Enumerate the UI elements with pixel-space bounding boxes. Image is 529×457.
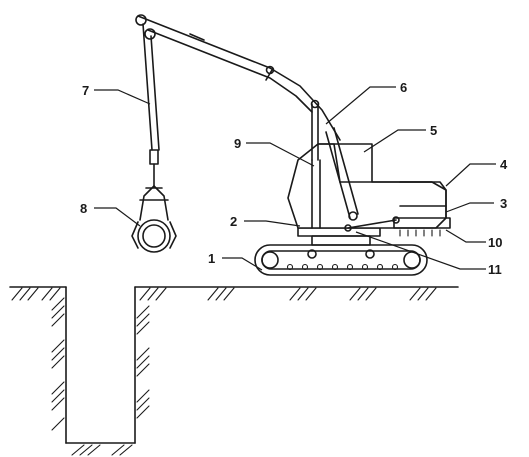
callout-9: 9 xyxy=(234,136,241,151)
boom-cylinder xyxy=(310,99,320,161)
callout-8: 8 xyxy=(80,201,87,216)
callout-6: 6 xyxy=(400,80,407,95)
callout-4: 4 xyxy=(500,157,508,172)
callout-2: 2 xyxy=(230,214,237,229)
boom xyxy=(135,14,341,141)
upper-house xyxy=(287,143,451,237)
callout-7: 7 xyxy=(82,83,89,98)
trench xyxy=(51,286,150,456)
callout-leaders xyxy=(94,86,496,271)
callout-10: 10 xyxy=(488,235,502,250)
ground xyxy=(9,286,459,301)
grab-bucket xyxy=(131,185,177,253)
callout-3: 3 xyxy=(500,196,507,211)
hanging-arm xyxy=(142,23,160,187)
callout-11: 11 xyxy=(488,262,502,277)
mast xyxy=(311,159,321,229)
arm-linkage xyxy=(325,127,397,232)
callout-1: 1 xyxy=(208,251,215,266)
crawler-track xyxy=(254,244,428,276)
callout-labels: 1 2 3 4 5 6 7 8 9 10 11 xyxy=(80,80,508,277)
callout-5: 5 xyxy=(430,123,437,138)
